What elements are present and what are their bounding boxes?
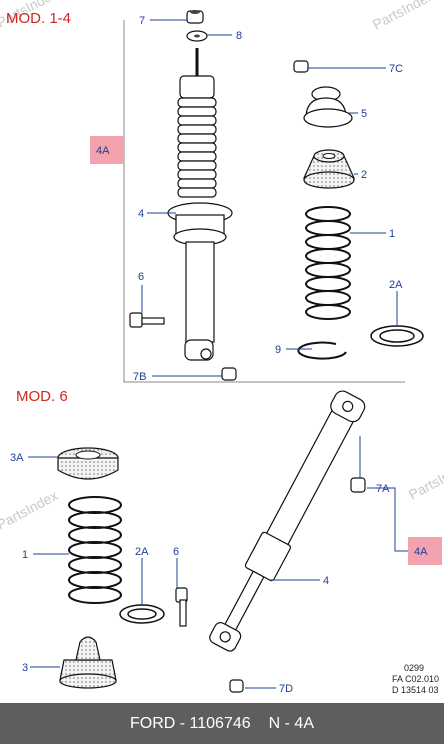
part-insulator-2	[303, 149, 355, 189]
part-shock-absorber-top	[167, 48, 233, 361]
label-7: 7	[139, 15, 145, 27]
part-nut-7	[186, 10, 204, 24]
part-nut-7d	[229, 679, 244, 693]
part-ring-9	[297, 341, 347, 360]
footer-brand-part: FORD - 1106746	[130, 714, 251, 732]
label-1-top: 1	[389, 228, 395, 240]
label-7b: 7B	[133, 371, 146, 383]
part-coil-spring-1-top	[305, 206, 351, 320]
part-bolt-6-top	[129, 312, 165, 328]
reference-line-1: 0299	[404, 663, 424, 673]
part-nut-7a	[350, 477, 366, 493]
part-nut-7b	[221, 367, 237, 381]
watermark-top-right: PartsIndex	[370, 0, 437, 33]
label-4-bottom: 4	[323, 575, 329, 587]
label-9: 9	[275, 344, 281, 356]
label-7c: 7C	[389, 63, 403, 75]
label-4-top: 4	[138, 208, 144, 220]
label-6-top: 6	[138, 271, 144, 283]
reference-line-3: D 13514 03	[392, 685, 439, 695]
label-3a: 3A	[10, 452, 24, 464]
label-6-bottom: 6	[173, 546, 179, 558]
leader-lines	[28, 19, 408, 689]
part-coil-spring-1-bottom	[68, 496, 122, 604]
label-4a-top: 4A	[96, 145, 110, 157]
reference-line-2: FA C02.010	[392, 674, 439, 684]
watermark-mid-left: PartsIndex	[0, 487, 61, 533]
highlight-4a-top	[90, 136, 124, 164]
part-bump-stop-3	[59, 636, 117, 689]
label-2a-top: 2A	[389, 279, 403, 291]
label-4a-bottom: 4A	[414, 546, 428, 558]
section-title-mod-1-4: MOD. 1-4	[6, 10, 71, 27]
part-top-mount-5	[303, 86, 353, 128]
part-spring-seat-2a-bottom	[119, 604, 165, 624]
part-shock-absorber-bottom	[209, 390, 366, 652]
section-frame-top	[123, 20, 405, 383]
label-5: 5	[361, 108, 367, 120]
label-3: 3	[22, 662, 28, 674]
part-spring-seat-2a-top	[370, 325, 424, 347]
label-1-bottom: 1	[22, 549, 28, 561]
section-title-mod-6: MOD. 6	[16, 388, 68, 405]
part-bolt-6-bottom	[175, 587, 188, 627]
part-washer-8	[186, 30, 208, 42]
label-8: 8	[236, 30, 242, 42]
label-2a-bottom: 2A	[135, 546, 149, 558]
highlight-4a-bottom	[408, 537, 442, 565]
part-nut-7c	[293, 60, 309, 73]
watermark-mid-right: PartsIndex	[406, 457, 444, 503]
footer-bar: FORD - 1106746 N - 4A	[0, 703, 444, 744]
label-2: 2	[361, 169, 367, 181]
part-insulator-3a	[57, 447, 119, 480]
label-7a: 7A	[376, 483, 390, 495]
label-7d: 7D	[279, 683, 293, 695]
footer-code: N - 4A	[268, 714, 314, 732]
